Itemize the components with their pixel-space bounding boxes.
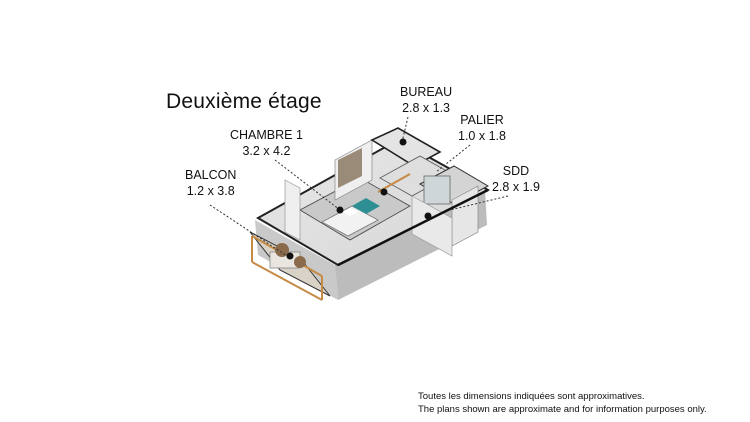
room-name: PALIER (460, 113, 504, 127)
upper-rooms (370, 127, 490, 257)
room-label-palier: PALIER 1.0 x 1.8 (458, 112, 506, 144)
room-name: BUREAU (400, 85, 453, 99)
room-name: SDD (502, 164, 530, 178)
room-dimensions: 2.8 x 1.3 (402, 101, 451, 115)
room-dimensions: 1.2 x 3.8 (186, 184, 235, 198)
room-label-bureau: BUREAU 2.8 x 1.3 (400, 84, 452, 116)
room-markers (286, 138, 432, 260)
disclaimer-text: Toutes les dimensions indiquées sont app… (418, 390, 707, 416)
chambre-area (284, 139, 411, 241)
room-dimensions: 3.2 x 4.2 (242, 144, 291, 158)
room-label-chambre-1: CHAMBRE 1 3.2 x 4.2 (230, 127, 303, 159)
room-dimensions: 1.0 x 1.8 (458, 129, 506, 143)
label-leaders (209, 116, 509, 259)
plan-title: Deuxième étage (166, 90, 322, 113)
room-label-balcon: BALCON 1.2 x 3.8 (185, 167, 236, 199)
room-dimensions: 2.8 x 1.9 (492, 180, 540, 194)
room-name: CHAMBRE 1 (230, 128, 303, 142)
disclaimer-en: The plans shown are approximate and for … (418, 404, 707, 415)
room-label-sdd: SDD 2.8 x 1.9 (492, 163, 540, 195)
room-name: BALCON (185, 168, 237, 182)
disclaimer-fr: Toutes les dimensions indiquées sont app… (418, 391, 645, 402)
